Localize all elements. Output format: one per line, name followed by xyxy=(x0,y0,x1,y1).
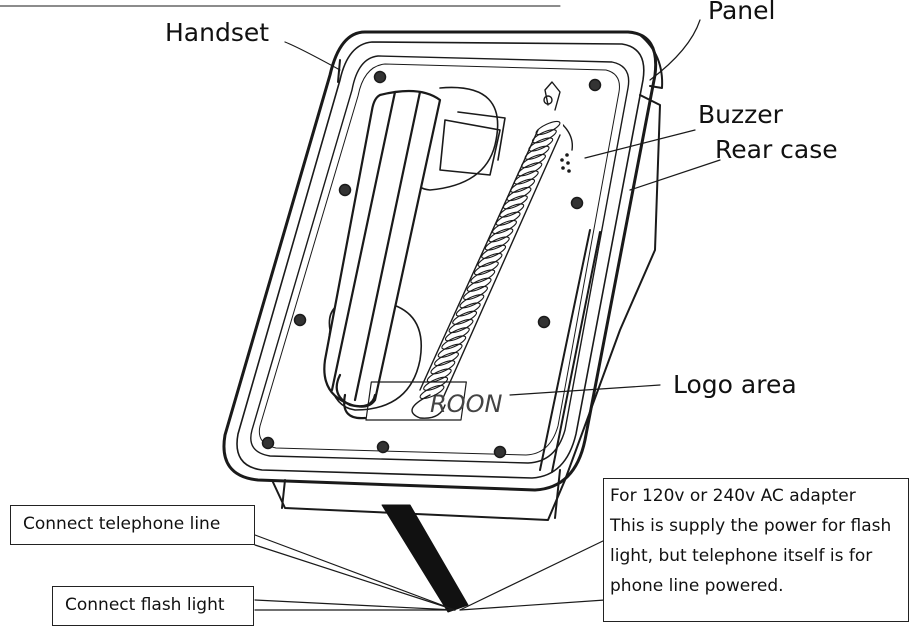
cord-coil-ring xyxy=(499,203,525,218)
cord-coil-ring xyxy=(426,368,452,383)
cord-coil-ring xyxy=(444,327,470,342)
cord-coil-ring xyxy=(492,219,517,235)
buzzer-label: Buzzer xyxy=(698,100,783,129)
buzzer-holes xyxy=(560,153,571,173)
adapter-note-line-4: phone line powered. xyxy=(610,576,784,596)
panel-frame xyxy=(222,30,664,492)
cord-coil-ring xyxy=(437,343,463,358)
adapter-note-line-3: light, but telephone itself is for xyxy=(610,546,873,566)
rear-case-label: Rear case xyxy=(715,135,838,164)
panel-screws xyxy=(261,70,602,459)
adapter-note-box: For 120v or 240v AC adapter This is supp… xyxy=(603,478,909,622)
cord-coil-ring xyxy=(473,261,499,276)
cord-coil-ring xyxy=(513,170,539,185)
cord-coil-ring xyxy=(463,285,488,301)
cord-coil-ring xyxy=(481,244,507,259)
logo-area-box xyxy=(365,381,467,421)
cord-coil-ring xyxy=(430,360,456,375)
logo-text: ROON xyxy=(430,390,502,418)
cord-coil-ring xyxy=(535,120,561,136)
cord-coil-ring xyxy=(521,153,546,169)
cord-coil-ring xyxy=(506,186,532,202)
logo-area-label: Logo area xyxy=(673,370,797,399)
flash-light-box: Connect flash light xyxy=(52,586,254,626)
panel-label: Panel xyxy=(708,0,776,25)
cord-coil-ring xyxy=(517,162,543,177)
cord-coil-ring xyxy=(441,335,467,350)
cord-coil-ring xyxy=(510,178,536,193)
cord-coil-ring xyxy=(448,318,474,334)
cord-coil-ring xyxy=(434,351,459,367)
telephone-line-box: Connect telephone line xyxy=(10,505,255,545)
cord-coil-ring xyxy=(524,145,550,160)
telephone-line-text: Connect telephone line xyxy=(23,514,221,534)
handset-label: Handset xyxy=(165,18,270,47)
leader-lines xyxy=(254,19,721,611)
cord-coil-ring xyxy=(455,302,481,317)
cord-coil-ring xyxy=(488,228,514,243)
cord-coil-ring xyxy=(477,252,503,268)
cord-coil-ring xyxy=(459,294,485,309)
cord-coil-ring xyxy=(419,384,445,400)
adapter-note-line-1: For 120v or 240v AC adapter xyxy=(610,486,856,506)
handset-shape xyxy=(323,89,442,420)
cord-coil-ring xyxy=(452,310,478,325)
flash-light-text: Connect flash light xyxy=(65,595,225,615)
cord-coil-ring xyxy=(528,137,554,152)
cord-coil-ring xyxy=(470,269,496,284)
cord-coil-ring xyxy=(466,277,492,292)
cord-coil-ring xyxy=(423,376,449,391)
power-cable xyxy=(381,504,469,613)
cord-coil-ring xyxy=(531,129,557,144)
cord-coil-ring xyxy=(495,211,521,226)
cord-coil-ring xyxy=(502,195,528,210)
adapter-note-line-2: This is supply the power for flash xyxy=(610,516,892,536)
cord-coil-ring xyxy=(484,236,510,251)
